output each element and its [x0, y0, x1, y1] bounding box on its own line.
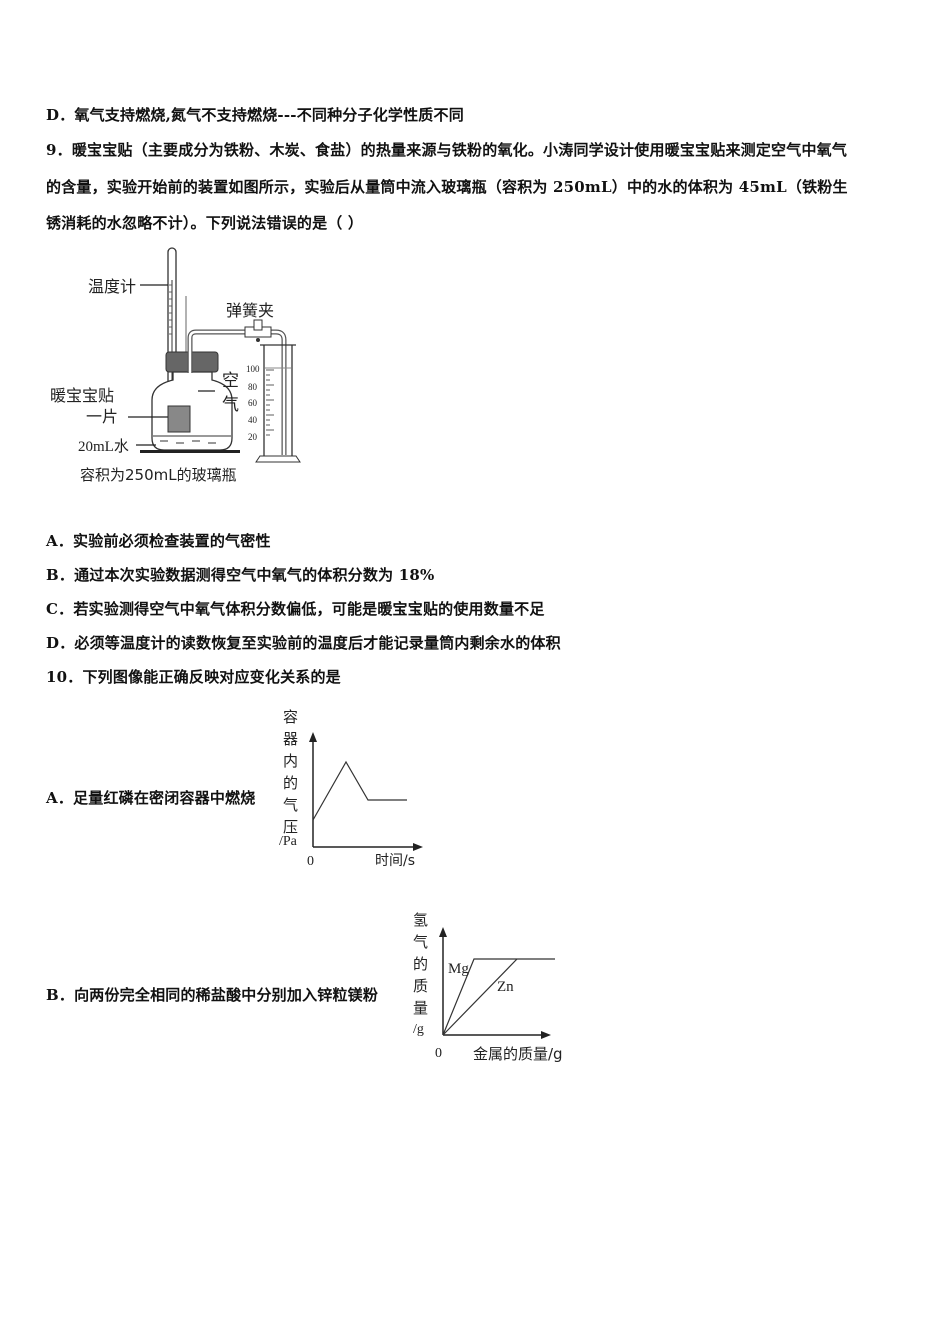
y-unit: /Pa	[279, 834, 298, 849]
tick-80: 80	[248, 382, 258, 392]
tick-20: 20	[248, 432, 258, 442]
svg-text:内: 内	[283, 752, 298, 770]
bottle-caption: 容积为250mL的玻璃瓶	[80, 466, 237, 484]
svg-text:的: 的	[413, 955, 428, 973]
q10-option-b: B．向两份完全相同的稀盐酸中分别加入锌粒镁粉	[46, 986, 379, 1004]
tick-100: 100	[246, 364, 260, 374]
q9-option-b: B．通过本次实验数据测得空气中氧气的体积分数为 18%	[46, 566, 435, 584]
q9-option-d: D．必须等温度计的读数恢复至实验前的温度后才能记录量筒内剩余水的体积	[46, 634, 561, 652]
q10-chart-b-hydrogen: 氢 气 的 质 量 /g Mg Zn 0 金属的质量/g	[413, 911, 563, 1063]
water-label: 20mL水	[78, 438, 129, 455]
tick-40: 40	[248, 415, 258, 425]
mg-label: Mg	[448, 961, 469, 977]
q9-stem-line-1: 9．暖宝宝贴（主要成分为铁粉、木炭、食盐）的热量来源与铁粉的氧化。小涛同学设计使…	[46, 141, 848, 159]
svg-text:容: 容	[283, 708, 298, 726]
air-label-2: 气	[222, 395, 239, 415]
clamp-label: 弹簧夹	[226, 301, 274, 320]
q9-option-c: C．若实验测得空气中氧气体积分数偏低，可能是暖宝宝贴的使用数量不足	[46, 600, 545, 618]
pad-label-2: 一片	[86, 407, 118, 426]
air-label-1: 空	[222, 371, 239, 391]
pad-label-1: 暖宝宝贴	[50, 386, 114, 405]
q9-stem-line-2: 的含量，实验开始前的装置如图所示，实验后从量筒中流入玻璃瓶（容积为 250mL）…	[46, 178, 848, 196]
q8-option-d: D．氧气支持燃烧,氮气不支持燃烧---不同种分子化学性质不同	[46, 106, 464, 124]
q10-stem: 10．下列图像能正确反映对应变化关系的是	[46, 668, 341, 686]
thermometer-label: 温度计	[88, 277, 136, 296]
q9-option-a: A．实验前必须检查装置的气密性	[46, 532, 271, 550]
svg-text:气: 气	[283, 796, 298, 814]
q10-chart-a-pressure: 容 器 内 的 气 压 /Pa 0 时间/s	[279, 708, 423, 869]
spring-clamp-icon	[244, 319, 272, 342]
origin-label: 0	[307, 854, 314, 869]
x-axis-label: 时间/s	[375, 853, 415, 869]
tick-60: 60	[248, 398, 258, 408]
x-axis-label: 金属的质量/g	[473, 1045, 563, 1063]
svg-text:质: 质	[413, 977, 428, 995]
svg-text:器: 器	[283, 730, 298, 748]
svg-text:的: 的	[283, 774, 298, 792]
graduated-cylinder: 100 80 60 40 20	[246, 344, 301, 463]
zn-line	[442, 958, 518, 1036]
svg-text:量: 量	[413, 999, 428, 1017]
q10-option-a: A．足量红磷在密闭容器中燃烧	[46, 789, 256, 807]
mg-line	[442, 958, 555, 1036]
heat-pad	[167, 405, 191, 433]
svg-text:氢: 氢	[413, 911, 428, 929]
zn-label: Zn	[497, 979, 514, 995]
svg-text:压: 压	[283, 818, 298, 836]
svg-text:气: 气	[413, 933, 428, 951]
pressure-line	[312, 760, 407, 821]
origin-label: 0	[435, 1046, 442, 1061]
y-unit: /g	[413, 1022, 424, 1037]
q9-apparatus-diagram: 温度计 暖宝宝贴 一片 20mL水 空 气 弹簧夹	[50, 247, 301, 484]
q9-stem-line-3: 锈消耗的水忽略不计）。下列说法错误的是（ ）	[46, 214, 364, 232]
